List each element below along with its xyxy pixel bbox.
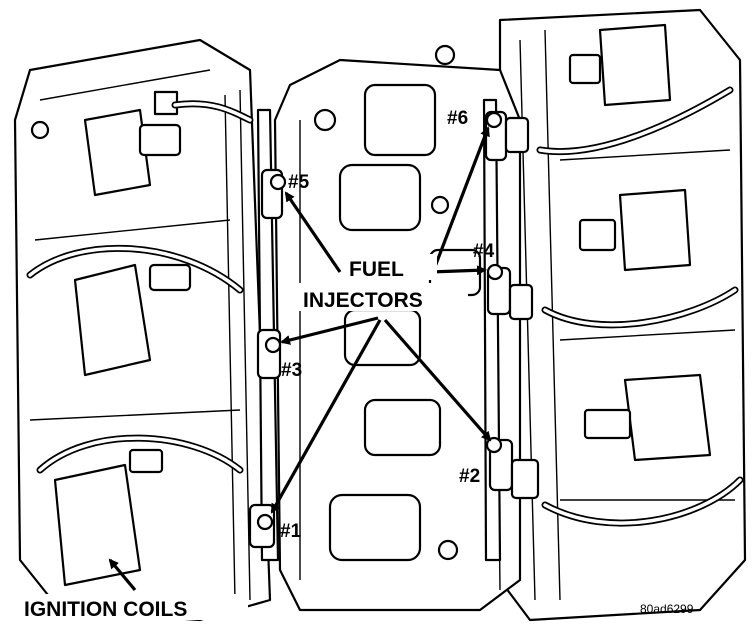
injector-body-2 (485, 436, 540, 500)
ignition-coil-right-middle (541, 188, 739, 329)
injector-body-6 (484, 110, 530, 162)
arrow-to-injector-4 (429, 265, 487, 276)
injector-body-5 (260, 168, 287, 220)
injector-body-4 (486, 263, 534, 321)
injector-6-label: #6 (447, 108, 468, 129)
ignition-coil-left-top (30, 90, 254, 197)
fuel-injector-arrows (108, 126, 492, 592)
injector-body-3 (256, 328, 282, 380)
ignition-coil-left-bottom (36, 434, 244, 587)
injector-3-label: #3 (281, 360, 302, 381)
ignition-coil-left-middle (26, 244, 244, 377)
arrow-to-injector-2 (383, 318, 492, 442)
fuel-label: FUEL (349, 258, 404, 281)
arrow-to-ignition-coils (108, 558, 137, 592)
injector-body-1 (248, 503, 276, 549)
arrow-to-injector-6 (431, 126, 490, 273)
injector-2-label: #2 (459, 466, 480, 487)
arrow-to-injector-5 (284, 191, 342, 273)
injector-5-label: #5 (288, 172, 310, 193)
ignition-coils-label: IGNITION COILS (24, 598, 187, 621)
arrow-to-injector-3 (280, 316, 379, 345)
ignition-coil-right-top (536, 23, 734, 155)
injectors-label: INJECTORS (303, 289, 423, 312)
arrow-to-injector-1 (270, 319, 382, 514)
ignition-coil-right-bottom (541, 373, 744, 527)
injector-1-label: #1 (280, 521, 302, 542)
figure-id: 80ad6299 (640, 602, 694, 616)
injector-4-label: #4 (473, 241, 495, 262)
